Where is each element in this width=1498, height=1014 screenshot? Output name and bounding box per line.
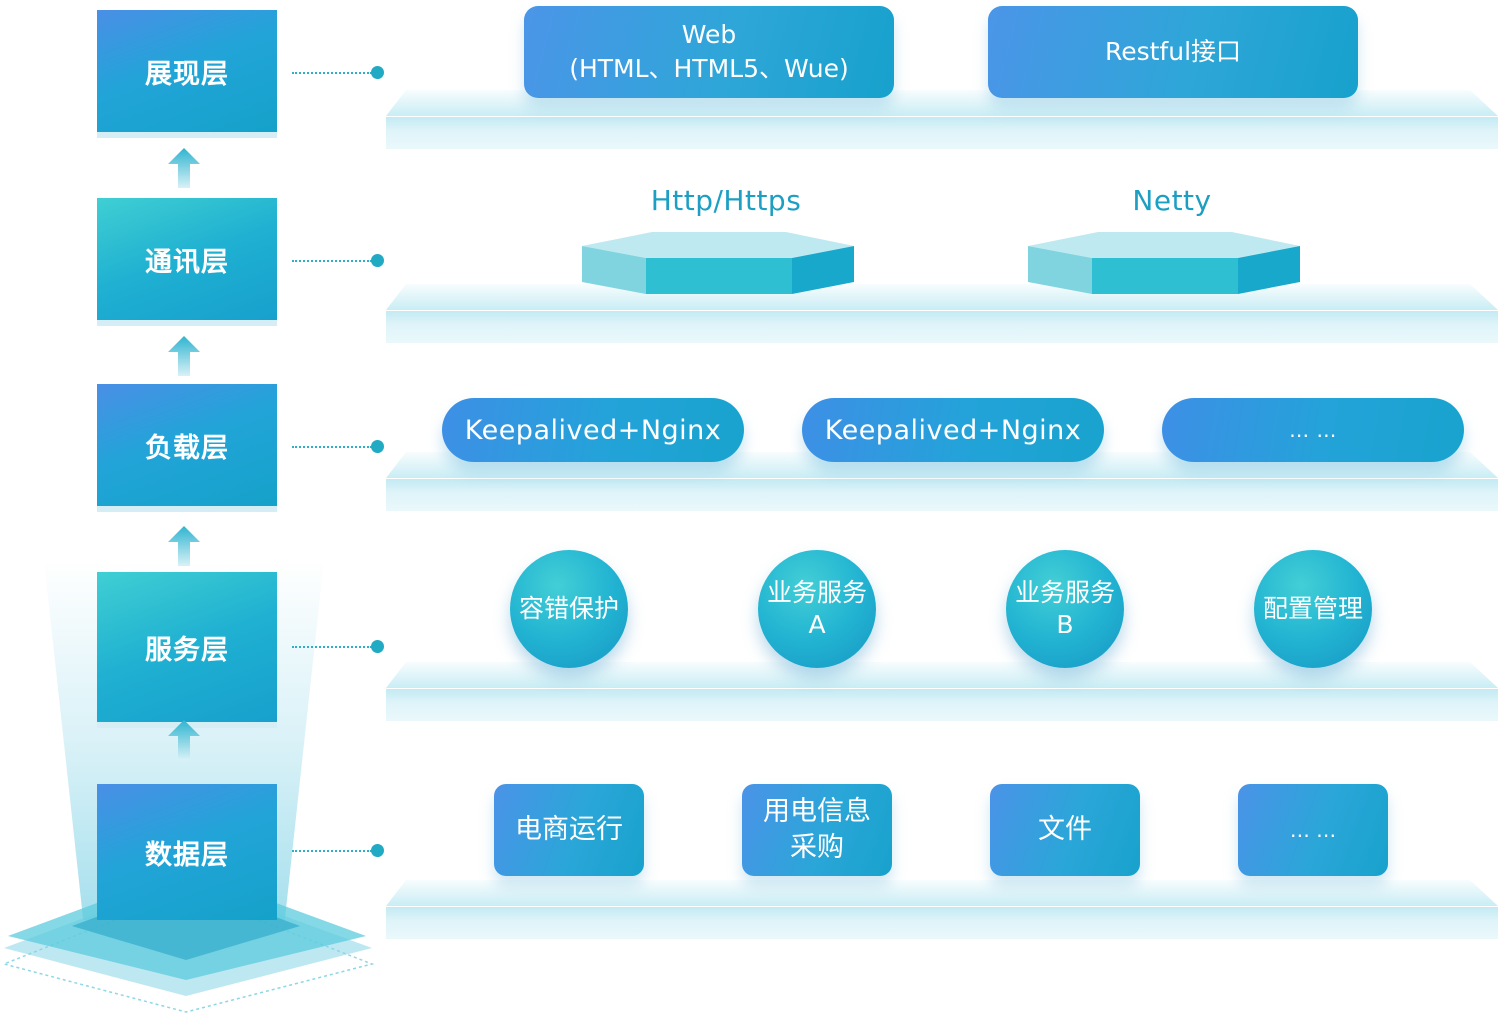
web-node-label: Web (HTML、HTML5、Wue) — [569, 20, 849, 83]
layer-communication-label: 通讯层 — [145, 246, 229, 278]
load-node-2-label: Keepalived+Nginx — [824, 414, 1082, 446]
up-arrow-icon — [168, 336, 200, 376]
connector-line — [292, 646, 372, 648]
platform-service-front — [386, 688, 1498, 721]
load-node-2: Keepalived+Nginx — [802, 398, 1104, 462]
netty-hexagon — [1028, 232, 1300, 294]
up-arrow-icon — [168, 148, 200, 188]
layer-load-label: 负载层 — [145, 432, 229, 464]
data-node-ecommerce-label: 电商运行 — [515, 814, 623, 845]
platform-communication-front — [386, 310, 1498, 343]
restful-node-label: Restful接口 — [1104, 37, 1242, 66]
layer-communication: 通讯层 — [97, 198, 277, 326]
layer-service: 服务层 — [97, 572, 277, 728]
platform-presentation-front — [386, 116, 1498, 149]
layer-presentation: 展现层 — [97, 10, 277, 138]
data-node-ecommerce: 电商运行 — [494, 784, 644, 876]
service-node-fault-tolerance-label: 容错保护 — [518, 594, 619, 623]
service-node-config-label: 配置管理 — [1262, 594, 1363, 623]
web-node: Web (HTML、HTML5、Wue) — [524, 6, 894, 98]
service-node-config: 配置管理 — [1254, 550, 1372, 668]
connector-line — [292, 446, 372, 448]
layer-data: 数据层 — [97, 784, 277, 920]
connector-dot — [371, 66, 384, 79]
restful-node: Restful接口 — [988, 6, 1358, 98]
service-node-business-a-label: 业务服务 A — [766, 578, 867, 639]
load-node-more-label: … … — [1289, 418, 1337, 442]
layer-load: 负载层 — [97, 384, 277, 512]
layer-presentation-label: 展现层 — [145, 58, 229, 90]
layer-service-label: 服务层 — [145, 634, 229, 666]
load-node-more: … … — [1162, 398, 1464, 462]
service-node-business-b-label: 业务服务 B — [1014, 578, 1115, 639]
connector-dot — [371, 640, 384, 653]
connector-dot — [371, 844, 384, 857]
data-node-more-label: … … — [1289, 818, 1337, 842]
data-node-files-label: 文件 — [1038, 814, 1092, 845]
platform-load-front — [386, 478, 1498, 511]
platform-data-front — [386, 906, 1498, 939]
data-node-files: 文件 — [990, 784, 1140, 876]
data-node-more: … … — [1238, 784, 1388, 876]
layer-data-label: 数据层 — [145, 839, 229, 871]
connector-line — [292, 850, 372, 852]
base-platform — [1, 870, 375, 1013]
platform-communication — [386, 284, 1498, 310]
netty-label: Netty — [1132, 184, 1212, 217]
connector-line — [292, 260, 372, 262]
data-node-power-info-label: 用电信息 采购 — [763, 796, 871, 863]
load-node-1-label: Keepalived+Nginx — [464, 414, 722, 446]
up-arrow-icon — [168, 526, 200, 566]
load-node-1: Keepalived+Nginx — [442, 398, 744, 462]
service-node-fault-tolerance: 容错保护 — [510, 550, 628, 668]
data-node-power-info: 用电信息 采购 — [742, 784, 892, 876]
platform-data — [386, 880, 1498, 906]
http-hexagon — [582, 232, 854, 294]
up-arrow-icon — [168, 720, 200, 760]
connector-dot — [371, 254, 384, 267]
connector-dot — [371, 440, 384, 453]
http-label: Http/Https — [650, 184, 802, 217]
service-node-business-b: 业务服务 B — [1006, 550, 1124, 668]
connector-line — [292, 72, 372, 74]
service-node-business-a: 业务服务 A — [758, 550, 876, 668]
